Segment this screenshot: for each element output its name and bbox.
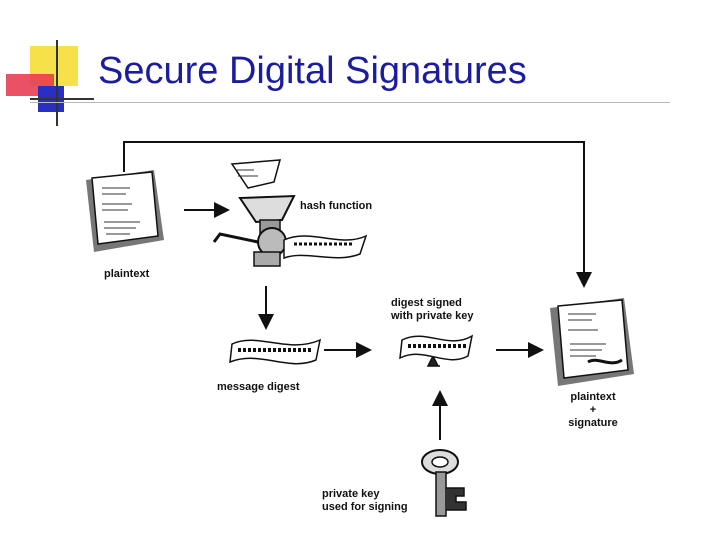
digest-signed-label: digest signed with private key [391, 297, 474, 322]
slide-title: Secure Digital Signatures [98, 50, 527, 92]
plaintext-label: plaintext [104, 268, 150, 280]
corner-decoration [0, 0, 100, 130]
hash-function-label: hash function [300, 200, 373, 212]
private-key-label: private key used for signing [322, 488, 408, 513]
plaintext-signature-label: plaintext + signature [568, 391, 618, 429]
key-icon [421, 449, 467, 517]
signed-digest-icon [399, 334, 474, 367]
signed-document-icon [550, 298, 634, 386]
deco-vertical-line [56, 40, 58, 126]
deco-horizontal-line [30, 98, 94, 100]
title-divider [30, 102, 670, 103]
digest-ribbon-icon [229, 338, 322, 365]
meat-grinder-icon [212, 159, 368, 267]
bypass-arrow [123, 141, 592, 288]
document-icon [86, 170, 164, 252]
message-digest-label: message digest [217, 381, 300, 393]
